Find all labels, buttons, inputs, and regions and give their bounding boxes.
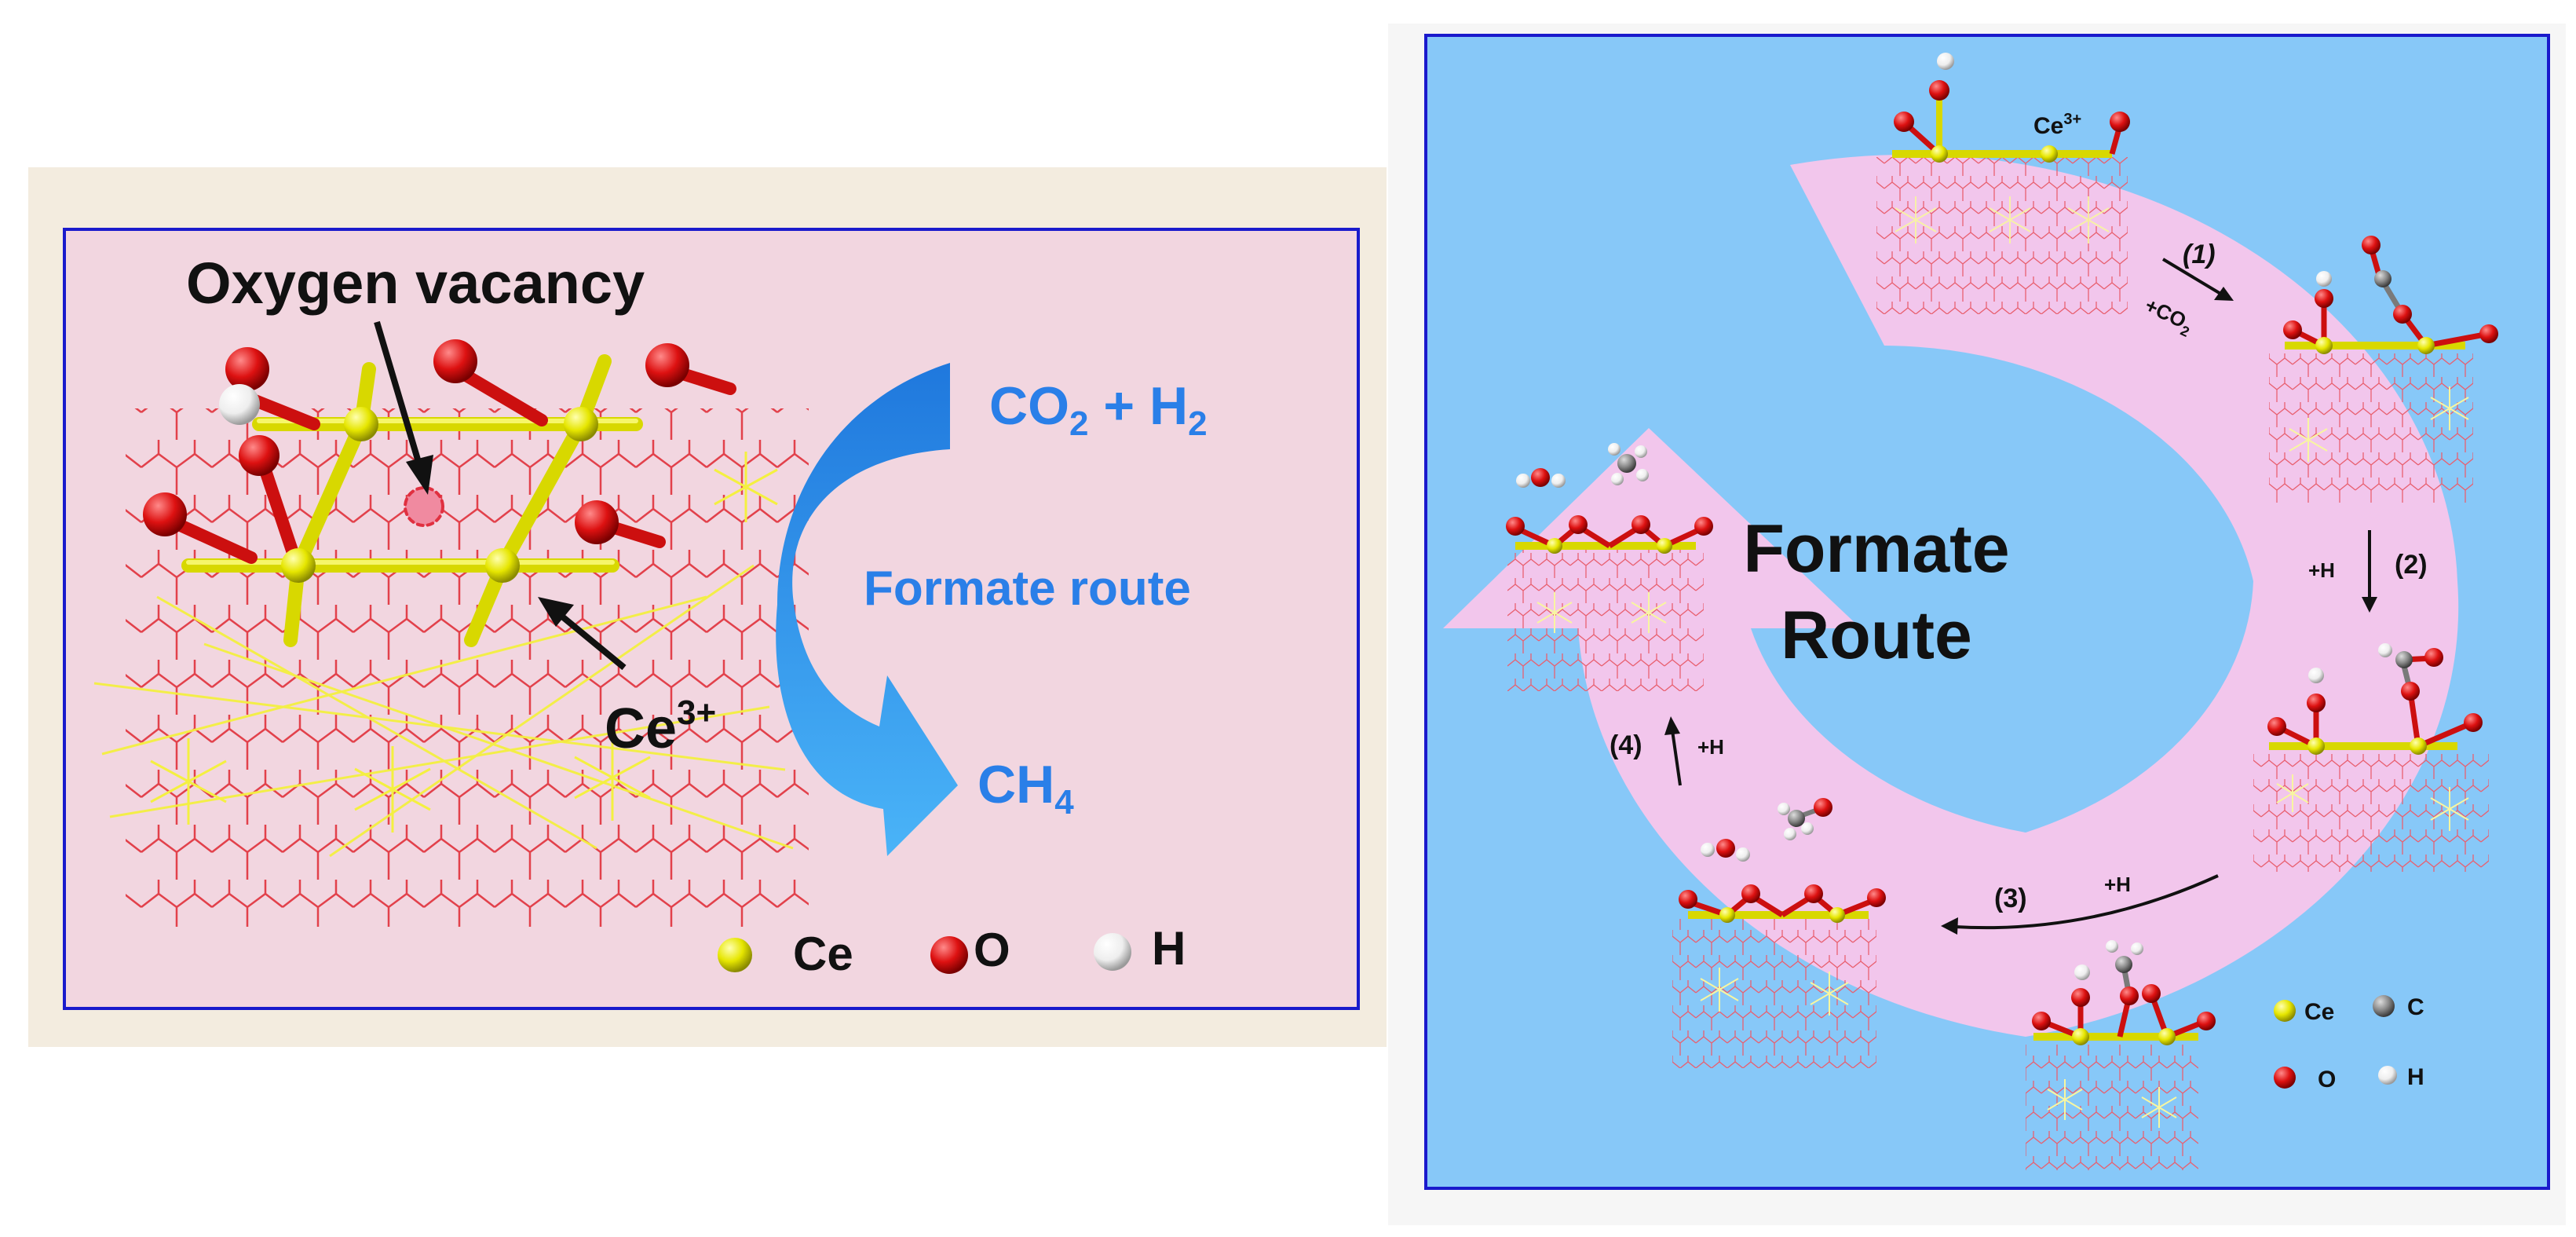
oxygen-vacancy-marker — [404, 486, 444, 527]
legend-h-label: H — [1152, 922, 1186, 975]
formate-route-arrow — [776, 363, 958, 856]
oxygen-vacancy-label: Oxygen vacancy — [186, 251, 645, 316]
legend-ce-swatch-right — [2274, 1000, 2296, 1022]
formate-route-label: Formate route — [864, 562, 1191, 616]
state-products — [1506, 443, 1713, 691]
legend-c-label: C — [2407, 994, 2424, 1020]
step4-reagent: +H — [1697, 735, 1724, 759]
cycle-title-line1: Formate — [1743, 511, 2009, 587]
step4-arrow — [1664, 716, 1682, 786]
left-legend: Ce O H — [718, 922, 1186, 980]
legend-o-swatch — [930, 936, 968, 974]
h-atom — [219, 384, 260, 425]
ceria-lattice — [93, 408, 809, 927]
legend-ce-label: Ce — [793, 928, 853, 980]
legend-ce-label-right: Ce — [2304, 999, 2334, 1025]
vacancy-pointer-arrow — [374, 320, 433, 495]
legend-ce-swatch — [718, 938, 752, 972]
state-co2-adsorbed — [2269, 236, 2498, 503]
ceria-surface-framework — [143, 339, 736, 647]
right-panel: Formate Route Ce3+ — [1388, 24, 2566, 1225]
state-bottom-intermediate — [2026, 940, 2216, 1170]
legend-o-label-right: O — [2318, 1067, 2336, 1092]
o-atoms — [143, 339, 689, 544]
step1-number: (1) — [2183, 240, 2216, 269]
cycle-title-line2: Route — [1781, 598, 1972, 673]
product-label: CH4 — [977, 755, 1074, 822]
step3-number: (3) — [1994, 884, 2027, 913]
step3-reagent: +H — [2104, 873, 2131, 896]
legend-o-swatch-right — [2274, 1067, 2296, 1089]
reactants-label: CO2 + H2 — [989, 376, 1208, 443]
step3-arrow — [1941, 874, 2219, 935]
state-clean-vacancy — [1876, 53, 2130, 314]
legend-h-swatch — [1094, 933, 1131, 971]
legend-h-label-right: H — [2407, 1064, 2424, 1090]
step2-arrow — [2362, 530, 2377, 613]
step2-reagent: +H — [2308, 558, 2335, 582]
ce3-pointer-arrow — [538, 597, 627, 671]
state-formate — [2253, 643, 2489, 872]
step2-number: (2) — [2395, 550, 2428, 580]
lattice-ce-star-nodes — [150, 452, 778, 833]
state-methoxy-water — [1672, 798, 1886, 1068]
step1-arrow — [2161, 258, 2234, 301]
legend-o-label: O — [974, 924, 1010, 976]
right-legend: Ce C O H — [2274, 994, 2424, 1092]
ce-atoms — [281, 407, 598, 583]
cycle-arrow — [1443, 154, 2459, 1037]
left-panel: Oxygen vacancy Ce3+ CO2 + H2 Formate rou… — [28, 167, 1387, 1047]
legend-h-swatch-right — [2378, 1066, 2397, 1085]
step4-number: (4) — [1610, 730, 1642, 760]
ce3-label: Ce3+ — [605, 694, 716, 760]
legend-c-swatch — [2373, 995, 2395, 1017]
top-site-label: Ce3+ — [2033, 111, 2081, 139]
